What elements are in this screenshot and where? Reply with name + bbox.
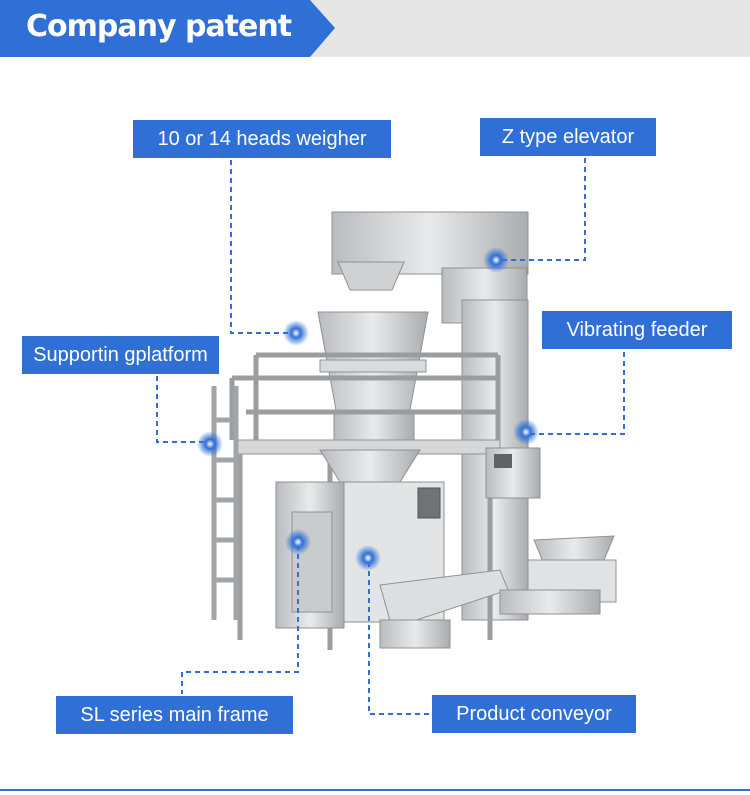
label-platform: Supportin gplatform <box>22 336 219 374</box>
multihead-weigher <box>317 261 429 441</box>
dot-platform <box>197 431 223 457</box>
bottom-rule <box>0 789 750 791</box>
connector-feeder <box>530 352 625 435</box>
vibrating-tray <box>499 535 617 615</box>
connector-conveyor <box>368 562 430 715</box>
dot-weigher <box>283 320 309 346</box>
header-tab <box>0 0 335 57</box>
callout-dots <box>197 247 539 571</box>
label-feeder: Vibrating feeder <box>542 311 732 349</box>
dot-elevator <box>483 247 509 273</box>
label-weigher: 10 or 14 heads weigher <box>133 120 391 158</box>
connector-frame <box>181 545 299 694</box>
label-frame: SL series main frame <box>56 696 293 734</box>
connector-weigher <box>230 160 294 334</box>
dot-frame <box>285 529 311 555</box>
connector-elevator <box>500 158 586 261</box>
dot-conveyor <box>355 545 381 571</box>
ladder <box>211 386 239 620</box>
dot-feeder <box>513 419 539 445</box>
label-conveyor: Product conveyor <box>432 695 636 733</box>
control-box <box>485 447 541 499</box>
callout-connectors <box>156 158 625 715</box>
connector-platform <box>156 376 208 443</box>
page-title: Company patent <box>26 9 292 44</box>
label-elevator: Z type elevator <box>480 118 656 156</box>
